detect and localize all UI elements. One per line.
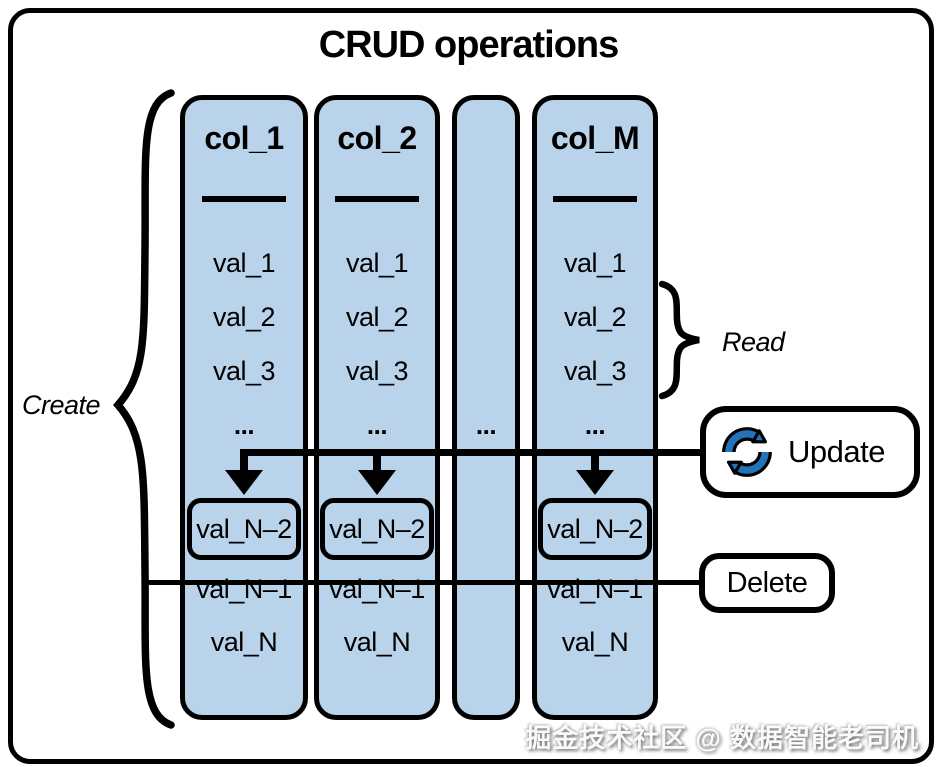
delete-label: Delete xyxy=(726,566,808,599)
ellipsis-cell: ... xyxy=(584,410,606,440)
delete-button: Delete xyxy=(699,553,835,613)
down-arrow-icon xyxy=(225,470,263,495)
value-cell: val_N xyxy=(343,627,411,657)
read-label: Read xyxy=(722,327,785,357)
value-cell: val_1 xyxy=(563,248,627,278)
value-cell: val_N–1 xyxy=(547,574,643,604)
update-button: Update xyxy=(700,406,920,498)
value-cell: val_3 xyxy=(212,356,276,386)
arrow-stem xyxy=(240,451,248,473)
column-header: col_1 xyxy=(204,120,284,156)
down-arrow-icon xyxy=(358,470,396,495)
column-header: col_M xyxy=(550,120,640,156)
highlighted-value-box: val_N–2 xyxy=(538,498,652,560)
create-label: Create xyxy=(22,390,101,420)
value-cell: val_N xyxy=(210,627,278,657)
delete-connector-line xyxy=(142,580,702,585)
column-col-2: col_2 val_1 val_2 val_3 ... val_N–2 val_… xyxy=(314,95,440,720)
sync-refresh-icon xyxy=(722,427,772,477)
ellipsis-cell: ... xyxy=(233,410,255,440)
highlighted-value: val_N–2 xyxy=(196,513,292,544)
watermark-text: 掘金技术社区 @ 数据智能老司机 xyxy=(525,723,919,753)
column-col-1: col_1 val_1 val_2 val_3 ... val_N–2 val_… xyxy=(180,95,308,720)
value-cell: val_N–1 xyxy=(196,574,292,604)
highlighted-value-box: val_N–2 xyxy=(187,498,301,560)
highlighted-value: val_N–2 xyxy=(547,513,643,544)
column-col-m: col_M val_1 val_2 val_3 ... val_N–2 val_… xyxy=(532,95,658,720)
ellipsis-cell: ... xyxy=(366,410,388,440)
column-header: col_2 xyxy=(337,120,417,156)
header-underline xyxy=(335,196,419,202)
value-cell: val_2 xyxy=(345,302,409,332)
value-cell: val_2 xyxy=(212,302,276,332)
value-cell: val_3 xyxy=(563,356,627,386)
update-label: Update xyxy=(788,434,885,469)
value-cell: val_2 xyxy=(563,302,627,332)
down-arrow-icon xyxy=(576,470,614,495)
header-underline xyxy=(202,196,286,202)
header-underline xyxy=(553,196,637,202)
update-connector-line xyxy=(240,449,702,456)
column-ellipsis: ... xyxy=(452,95,520,720)
read-brace xyxy=(658,280,700,400)
create-brace xyxy=(113,89,175,729)
highlighted-value-box: val_N–2 xyxy=(320,498,434,560)
diagram-title: CRUD operations xyxy=(318,24,620,66)
value-cell: val_N xyxy=(561,627,629,657)
ellipsis-cell: ... xyxy=(475,410,497,440)
value-cell: val_N–1 xyxy=(329,574,425,604)
arrow-stem xyxy=(591,451,599,473)
highlighted-value: val_N–2 xyxy=(329,513,425,544)
value-cell: val_1 xyxy=(345,248,409,278)
value-cell: val_1 xyxy=(212,248,276,278)
arrow-stem xyxy=(373,451,381,473)
value-cell: val_3 xyxy=(345,356,409,386)
